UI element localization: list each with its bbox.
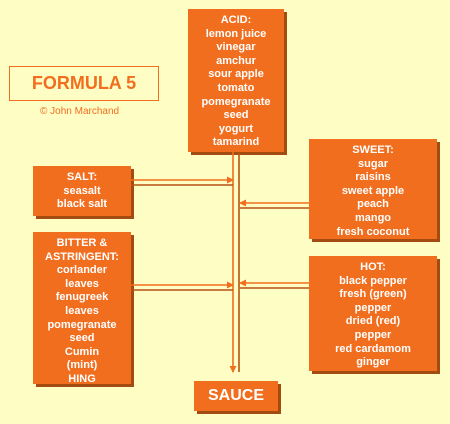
sweet-item: mango [354,211,392,224]
bitter-item: Cumin [64,345,100,358]
acid-item: pomegranate [201,95,271,108]
acid-item: tamarind [212,136,260,149]
hot-heading: HOT: [360,261,386,273]
copyright-text: © John Marchand [40,106,120,117]
salt-box: SALT: seasalt black salt [33,166,131,216]
acid-item: seed [223,109,249,122]
sweet-box: SWEET: sugar raisins sweet apple peach m… [309,139,437,239]
bitter-item: leaves [65,277,99,290]
sweet-item: fresh coconut [336,225,410,238]
sauce-box: SAUCE [194,381,278,411]
hot-item: fresh (green) [339,288,407,301]
bitter-astringent-box: BITTER & ASTRINGENT: corlander leaves fe… [33,232,131,385]
formula-title: FORMULA 5 [9,66,159,101]
acid-item: sour apple [208,68,264,81]
acid-item: tomato [217,81,255,94]
hot-item: red cardamom [335,342,411,355]
acid-item: lemon juice [205,27,267,40]
bitter-heading: BITTER & [56,237,108,249]
bitter-item: seed [69,332,95,345]
bitter-item: leaves [65,304,99,317]
sweet-item: sugar [358,157,388,170]
sweet-item: peach [357,198,389,211]
sweet-heading: SWEET: [352,144,394,156]
bitter-item: HING [68,372,96,385]
bitter-item: (mint) [66,359,98,372]
acid-box: ACID: lemon juice vinegar amchur sour ap… [188,9,284,152]
salt-item: black salt [56,198,108,211]
sauce-label: SAUCE [207,387,264,404]
sweet-item: sweet apple [341,184,405,197]
sweet-item: raisins [355,171,391,184]
bitter-heading-2: ASTRINGENT: [45,250,119,263]
hot-box: HOT: black pepper fresh (green) pepper d… [309,256,437,371]
acid-heading: ACID: [220,14,252,26]
acid-item: vinegar [216,41,256,54]
hot-item: ginger [356,356,390,369]
bitter-item: fenugreek [55,291,109,304]
salt-item: seasalt [63,184,101,197]
acid-item: amchur [216,54,256,67]
salt-heading: SALT: [66,171,98,183]
bitter-item: corlander [56,264,108,277]
hot-item: black pepper [339,274,407,287]
hot-item: pepper [354,301,392,314]
hot-item: pepper [354,328,392,341]
acid-item: yogurt [218,122,254,135]
bitter-item: pomegranate [47,318,117,331]
hot-item: dried (red) [345,315,401,328]
